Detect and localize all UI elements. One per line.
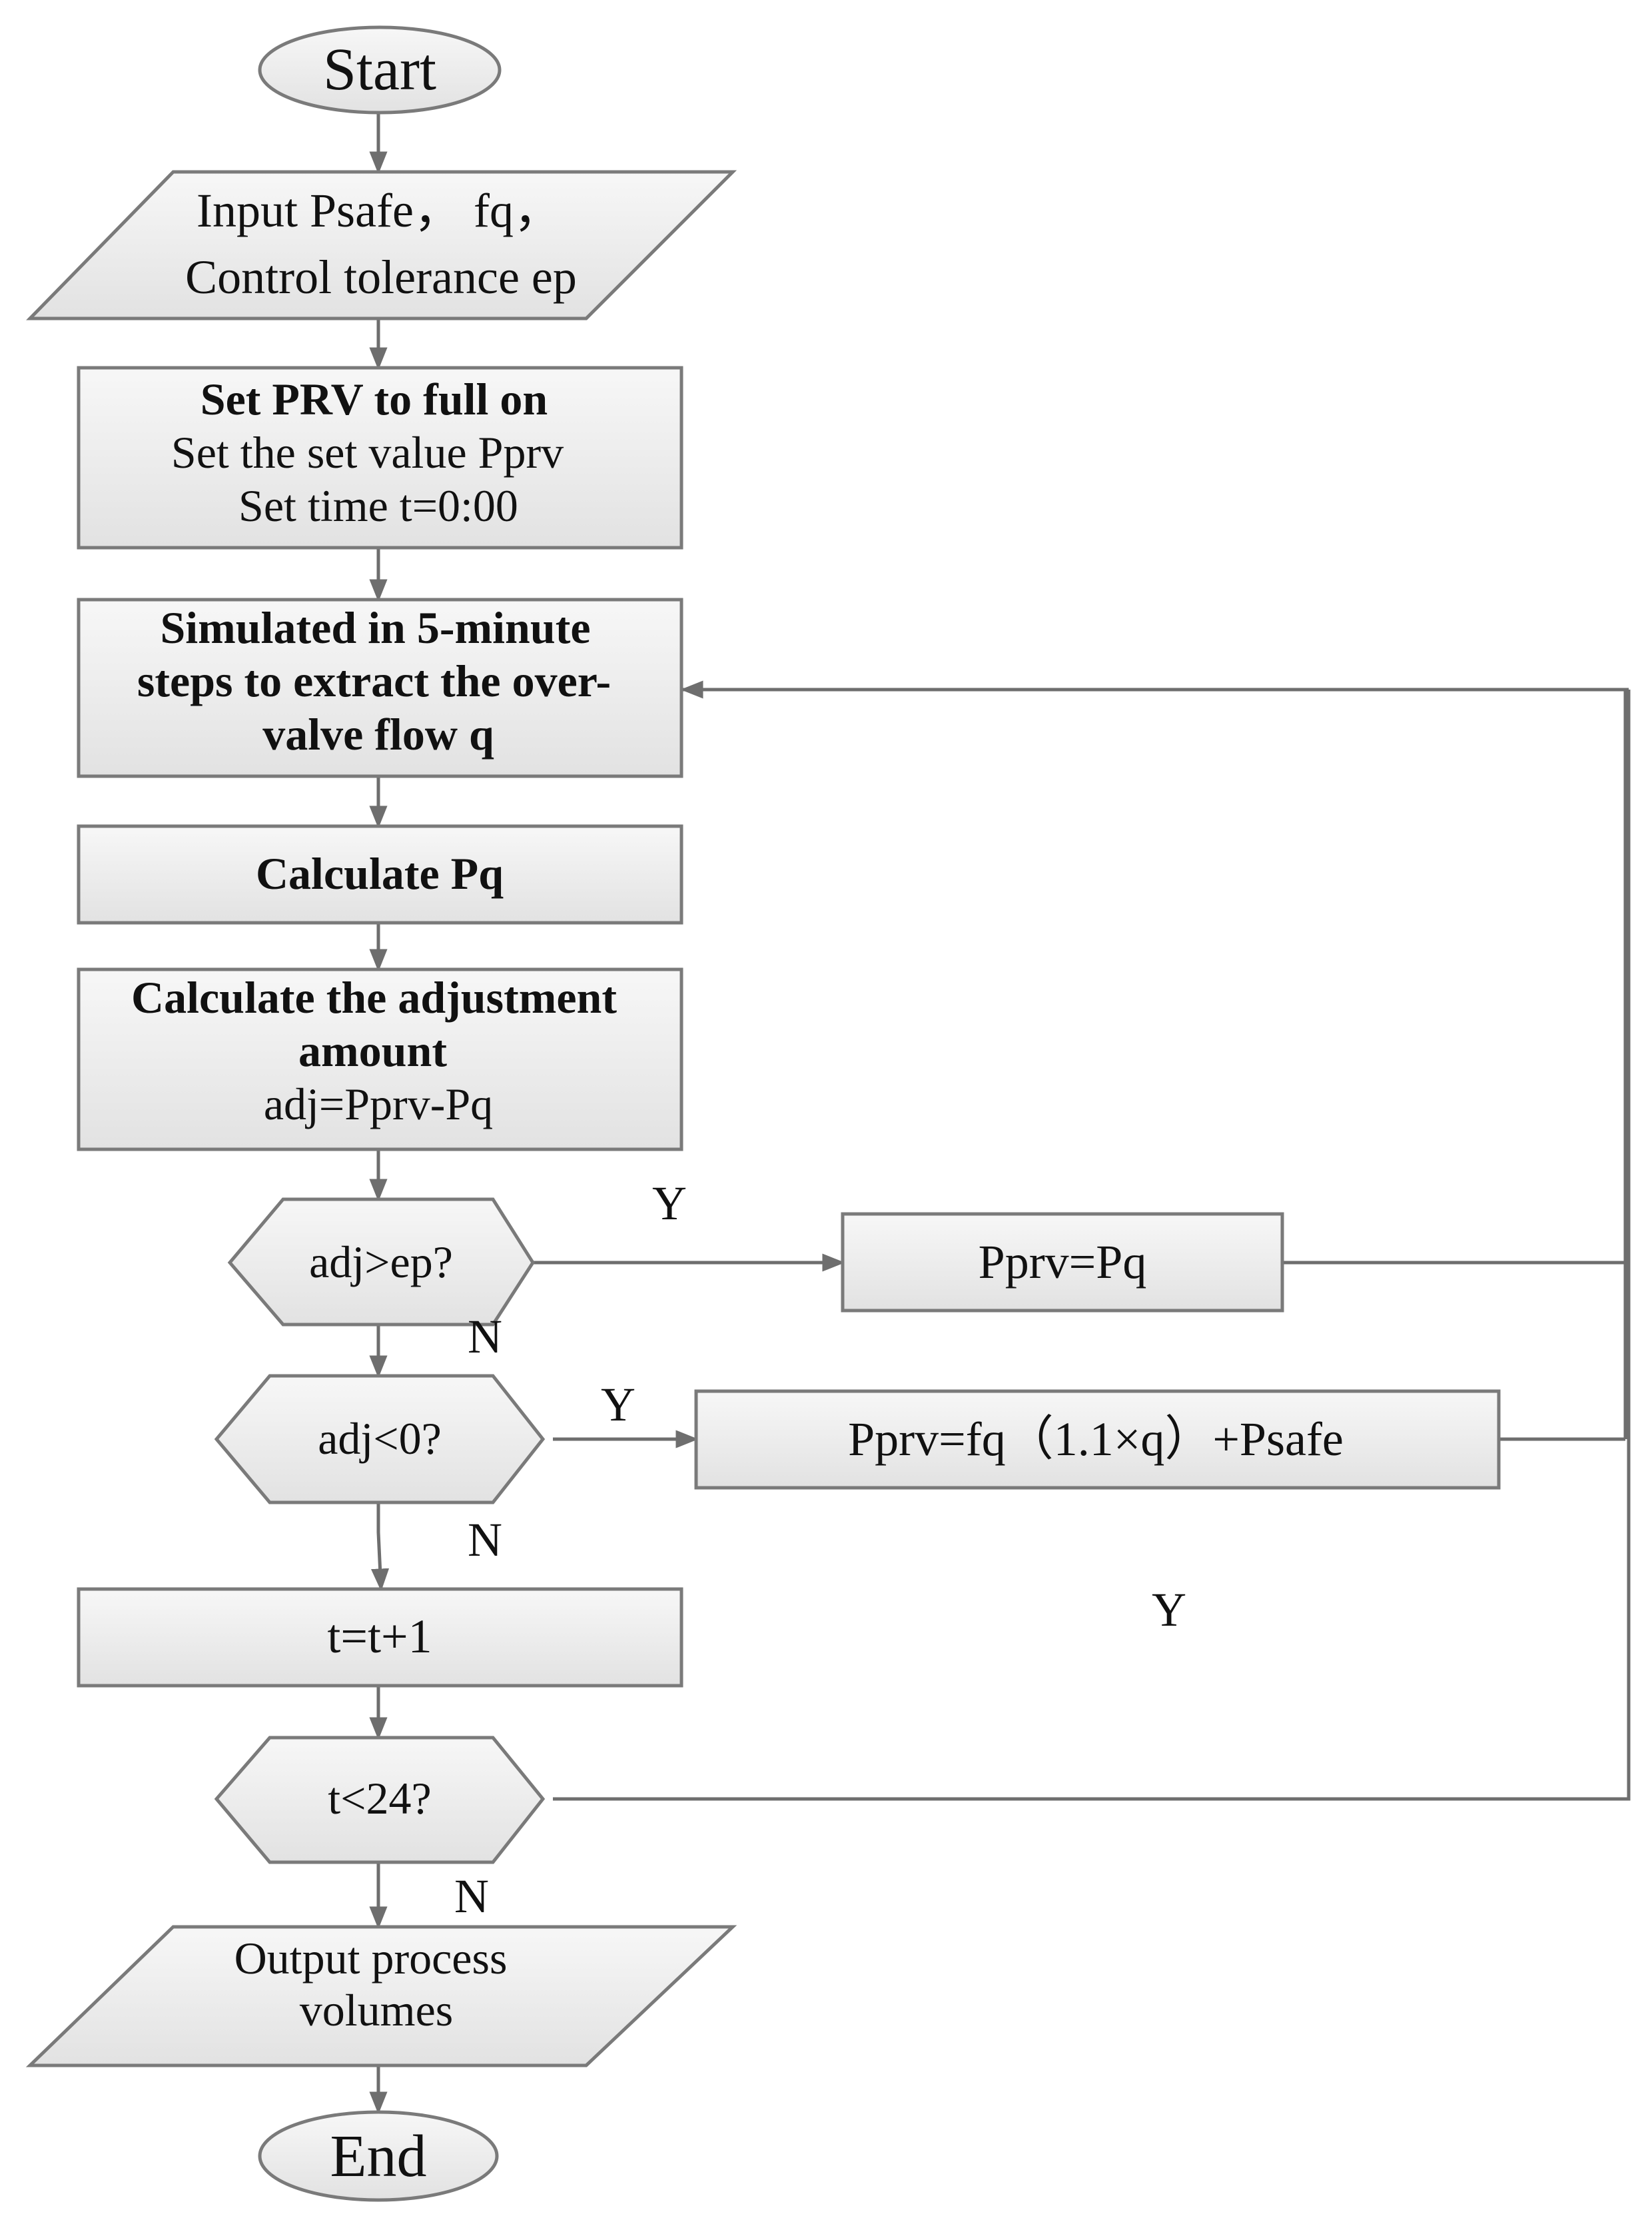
decision-adj-ep-label-line: adj>ep? (309, 1237, 453, 1287)
calc-adj-label-line-1: Calculate the adjustment (131, 972, 617, 1023)
setup-label-line-2: Set the set value Pprv (171, 427, 564, 478)
setup-label: Set PRV to full on Set the set value Ppr… (171, 374, 575, 531)
edge-label-ep-no: N (468, 1310, 502, 1363)
decision-t (214, 1736, 546, 1864)
input-label: Input Psafe， fq， Control tolerance ep (185, 184, 577, 304)
decision-adj-ep (227, 1197, 535, 1327)
edge-label-ep-yes: Y (652, 1177, 687, 1230)
pprv-pq-label-line: Pprv=Pq (979, 1235, 1147, 1289)
decision-t-label-line: t<24? (328, 1773, 431, 1824)
calc-adj-label: Calculate the adjustment amount adj=Pprv… (131, 972, 628, 1129)
simulate-label-line-3: valve flow q (262, 709, 494, 760)
decision-adj-ep-label: adj>ep? (309, 1237, 453, 1287)
simulate-box (77, 598, 683, 778)
edge-label-zero-yes: Y (601, 1378, 635, 1431)
start-label-line: Start (323, 37, 436, 103)
output-label-line-1: Output process (234, 1933, 508, 1983)
simulate-label-line-2: steps to extract the over- (137, 656, 611, 706)
end-label-line: End (330, 2123, 427, 2189)
edge-dect-yes-loop (553, 690, 1631, 1801)
pprv-fq-box (694, 1389, 1501, 1490)
increment-label: t=t+1 (327, 1610, 432, 1663)
end-terminator (258, 2110, 499, 2202)
calc-adj-label-line-2: amount (298, 1025, 447, 1076)
edge-deczero-no (370, 1502, 390, 1592)
input-parallelogram (26, 170, 737, 320)
calc-adj-box (77, 967, 683, 1151)
simulate-label-line-1: Simulated in 5-minute (160, 602, 590, 653)
edge-labels: Y N Y N Y N (454, 1177, 1186, 1923)
setup-label-line-1: Set PRV to full on (201, 374, 548, 424)
setup-box (77, 366, 683, 550)
pprv-pq-label: Pprv=Pq (979, 1235, 1147, 1289)
input-label-line-1: Input Psafe， fq， (197, 184, 562, 237)
connectors (369, 113, 1631, 2115)
start-terminator (258, 25, 502, 115)
edge-label-zero-no: N (468, 1513, 502, 1566)
output-label: Output process volumes (234, 1933, 519, 2035)
calc-adj-label-line-3: adj=Pprv-Pq (264, 1079, 493, 1129)
decision-t-label: t<24? (328, 1773, 431, 1824)
pprv-pq-box (841, 1212, 1284, 1313)
edge-label-t-no: N (454, 1870, 489, 1923)
simulate-label: Simulated in 5-minute steps to extract t… (137, 602, 622, 760)
edge-label-t-yes: Y (1152, 1583, 1186, 1636)
setup-label-line-3: Set time t=0:00 (238, 480, 518, 531)
calc-pq-box (77, 824, 683, 925)
decision-adj-zero-label-line: adj<0? (318, 1413, 442, 1464)
node-labels: Start Input Psafe， fq， Control tolerance… (131, 37, 1344, 2189)
increment-label-line: t=t+1 (327, 1610, 432, 1663)
increment-box (77, 1587, 683, 1688)
start-label: Start (323, 37, 436, 103)
output-parallelogram (25, 1925, 737, 2067)
decision-adj-zero-label: adj<0? (318, 1413, 442, 1464)
input-label-line-2: Control tolerance ep (185, 251, 577, 304)
output-label-line-2: volumes (300, 1985, 453, 2035)
decision-adj-zero (214, 1374, 546, 1504)
calc-pq-label-line: Calculate Pq (256, 848, 504, 899)
calc-pq-label: Calculate Pq (256, 848, 504, 899)
shapes (25, 25, 1501, 2202)
end-label: End (330, 2123, 427, 2189)
pprv-fq-label: Pprv=fq（1.1×q）+Psafe (848, 1412, 1344, 1466)
pprv-fq-label-line: Pprv=fq（1.1×q）+Psafe (848, 1412, 1344, 1466)
